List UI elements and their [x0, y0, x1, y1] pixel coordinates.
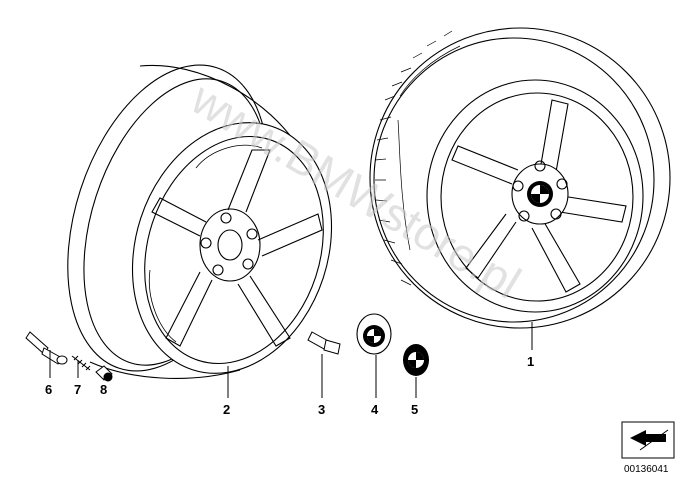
valve-insert-illustration [71, 355, 91, 371]
hub-cap-illustration [356, 313, 392, 355]
callout-2: 2 [223, 402, 230, 417]
valve-cap-illustration [95, 365, 113, 382]
callout-1: 1 [527, 354, 534, 369]
emblem-illustration [403, 344, 429, 376]
valve-illustration [25, 331, 68, 365]
rim-illustration [67, 64, 333, 379]
callout-5: 5 [411, 402, 418, 417]
arrow-box-icon [621, 421, 675, 459]
callout-3: 3 [318, 402, 325, 417]
wheel-bolt-illustration [307, 331, 341, 355]
callout-6: 6 [45, 382, 52, 397]
callout-7: 7 [74, 382, 81, 397]
leader-lines [49, 322, 533, 398]
image-code: 00136041 [624, 464, 669, 475]
wheel-emblem-icon [527, 181, 553, 207]
wheel-with-tyre-illustration [369, 27, 671, 329]
callout-4: 4 [371, 402, 379, 417]
callout-8: 8 [100, 382, 107, 397]
